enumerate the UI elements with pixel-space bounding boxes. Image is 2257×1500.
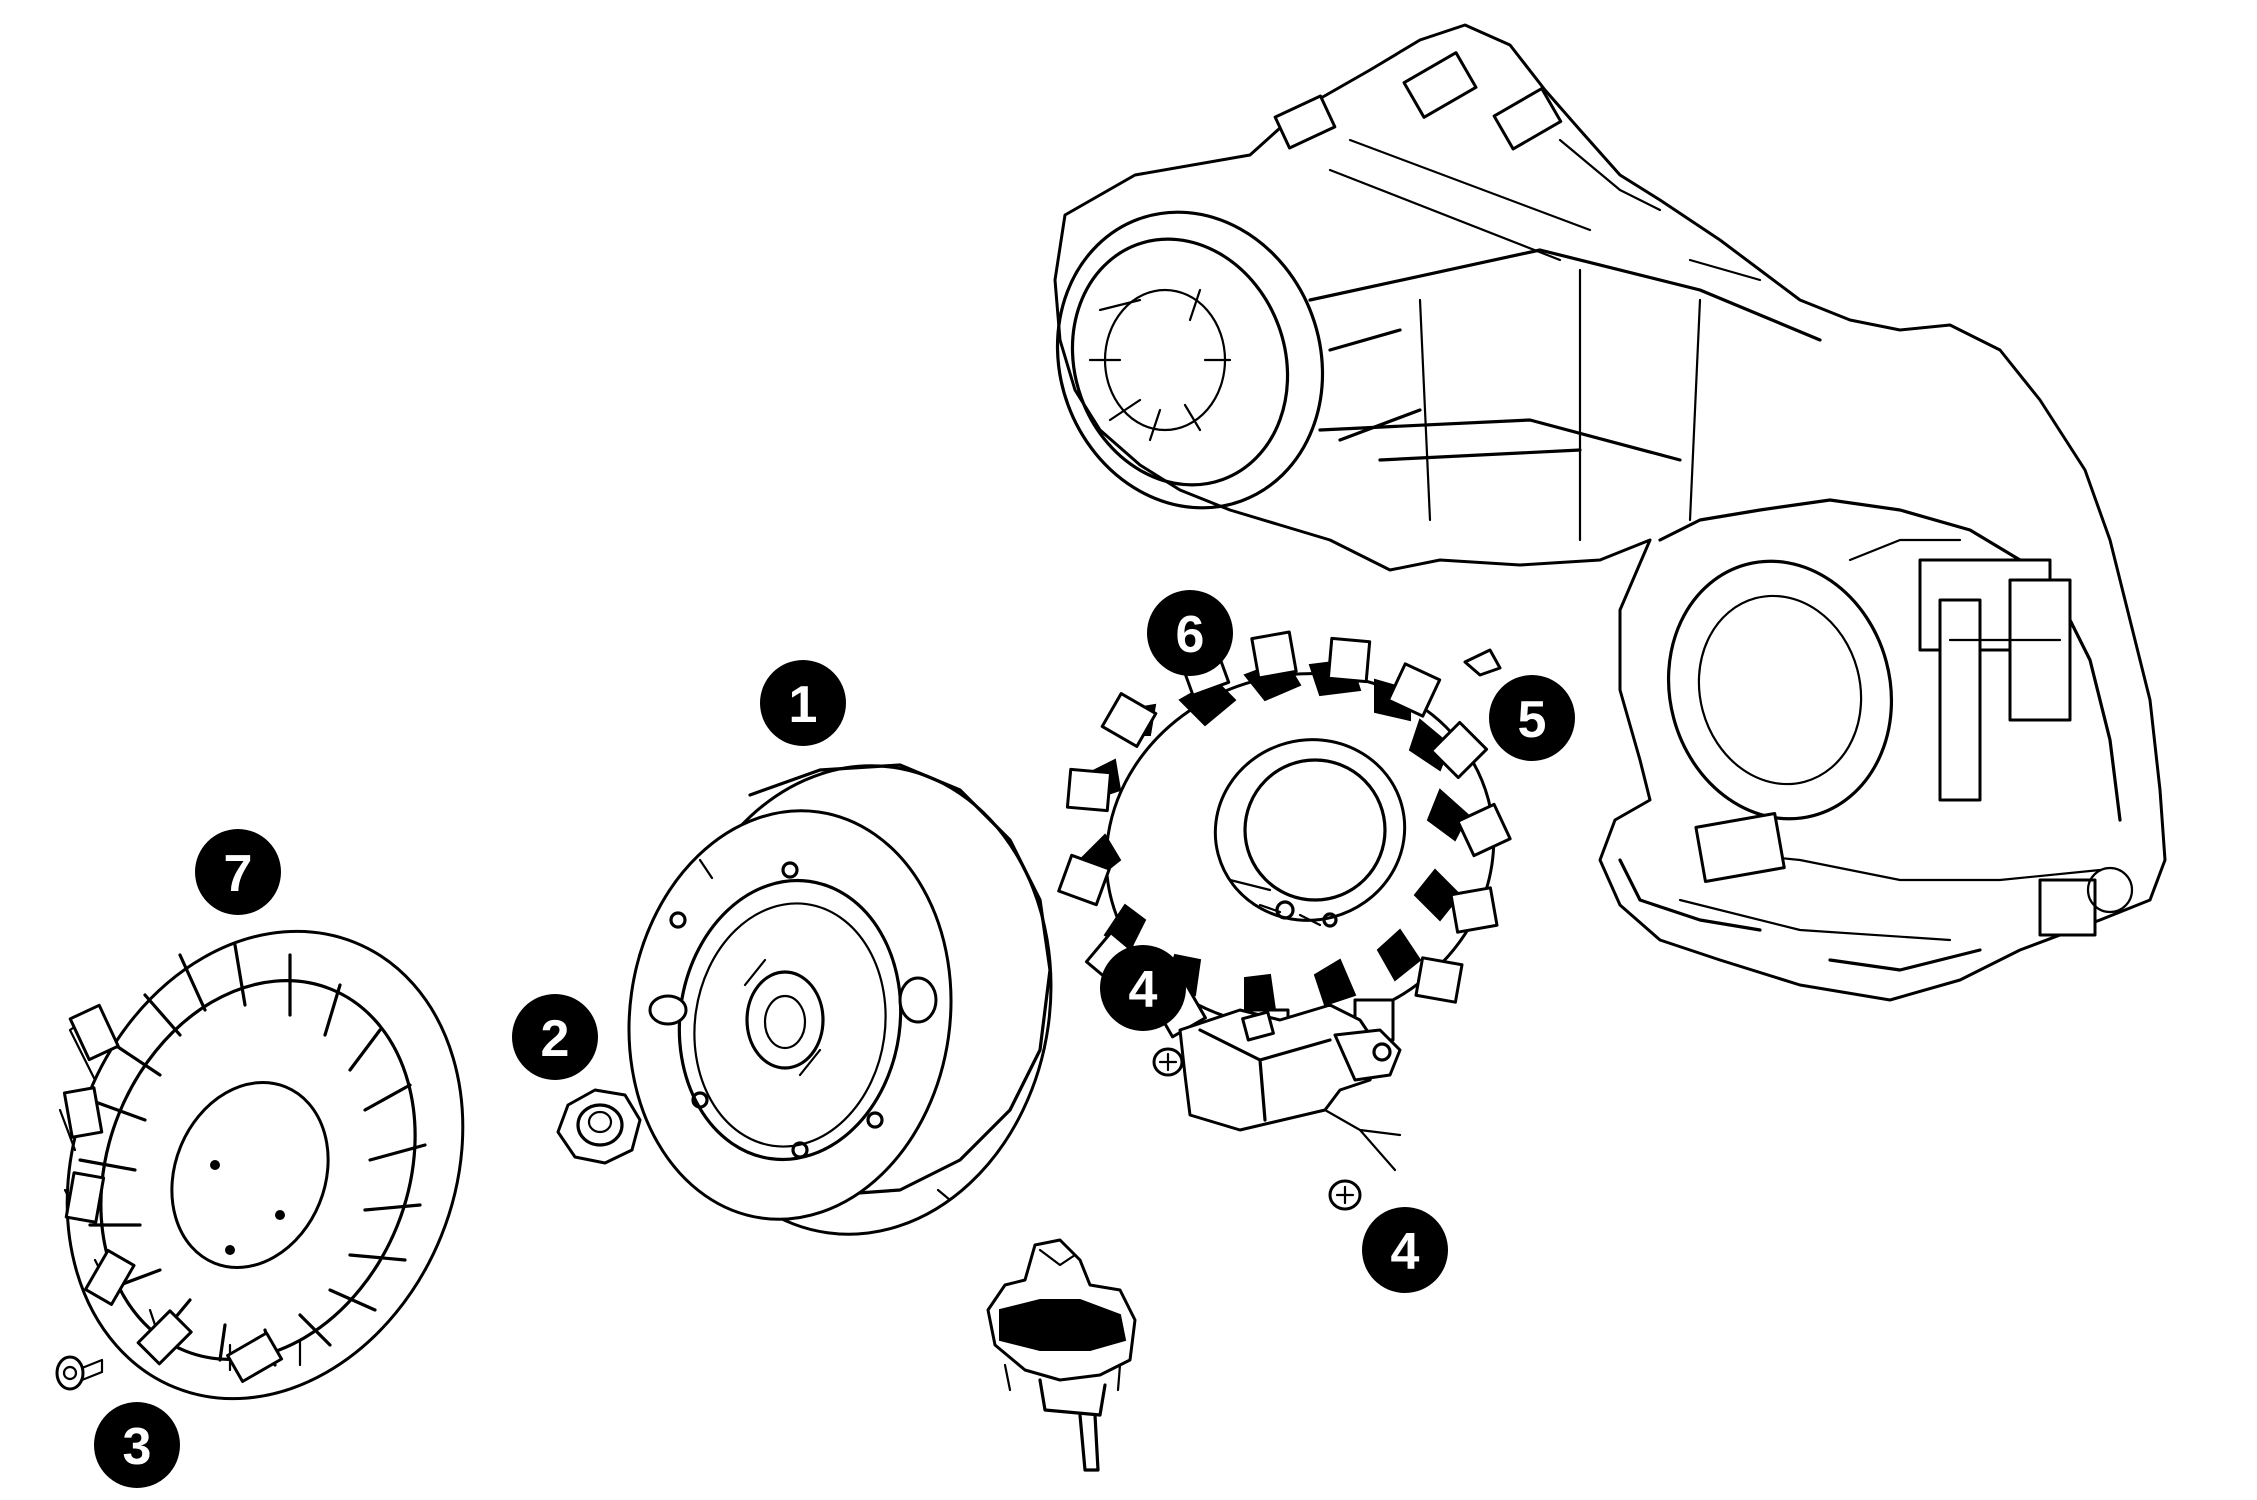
callout-3-label: 3 bbox=[123, 1418, 152, 1476]
part-screw-3 bbox=[55, 1355, 104, 1391]
callout-4-upper-label: 4 bbox=[1129, 961, 1158, 1019]
part-screw-4 bbox=[1328, 1179, 1362, 1211]
part-fan bbox=[58, 929, 465, 1401]
callout-5: 5 bbox=[1489, 675, 1575, 761]
callout-4-lower: 4 bbox=[1362, 1207, 1448, 1293]
callout-6-label: 6 bbox=[1176, 606, 1205, 664]
callout-2: 2 bbox=[512, 994, 598, 1080]
engine-crankcase bbox=[1053, 23, 2167, 1002]
callout-7: 7 bbox=[195, 829, 281, 915]
part-key-5 bbox=[1463, 648, 1502, 677]
callout-5-label: 5 bbox=[1518, 691, 1547, 749]
callout-7-label: 7 bbox=[224, 845, 253, 903]
callout-4-upper: 4 bbox=[1100, 945, 1186, 1031]
callout-4-lower-label: 4 bbox=[1391, 1223, 1420, 1281]
part-nut bbox=[556, 1088, 642, 1165]
callout-2-label: 2 bbox=[541, 1010, 570, 1068]
callout-3: 3 bbox=[94, 1402, 180, 1488]
part-pickup-coil bbox=[986, 1238, 1137, 1472]
callout-1: 1 bbox=[760, 660, 846, 746]
callout-1-label: 1 bbox=[789, 676, 818, 734]
callout-6: 6 bbox=[1147, 590, 1233, 676]
part-pickup-bracket bbox=[1152, 1003, 1402, 1172]
part-flywheel bbox=[627, 763, 1053, 1236]
